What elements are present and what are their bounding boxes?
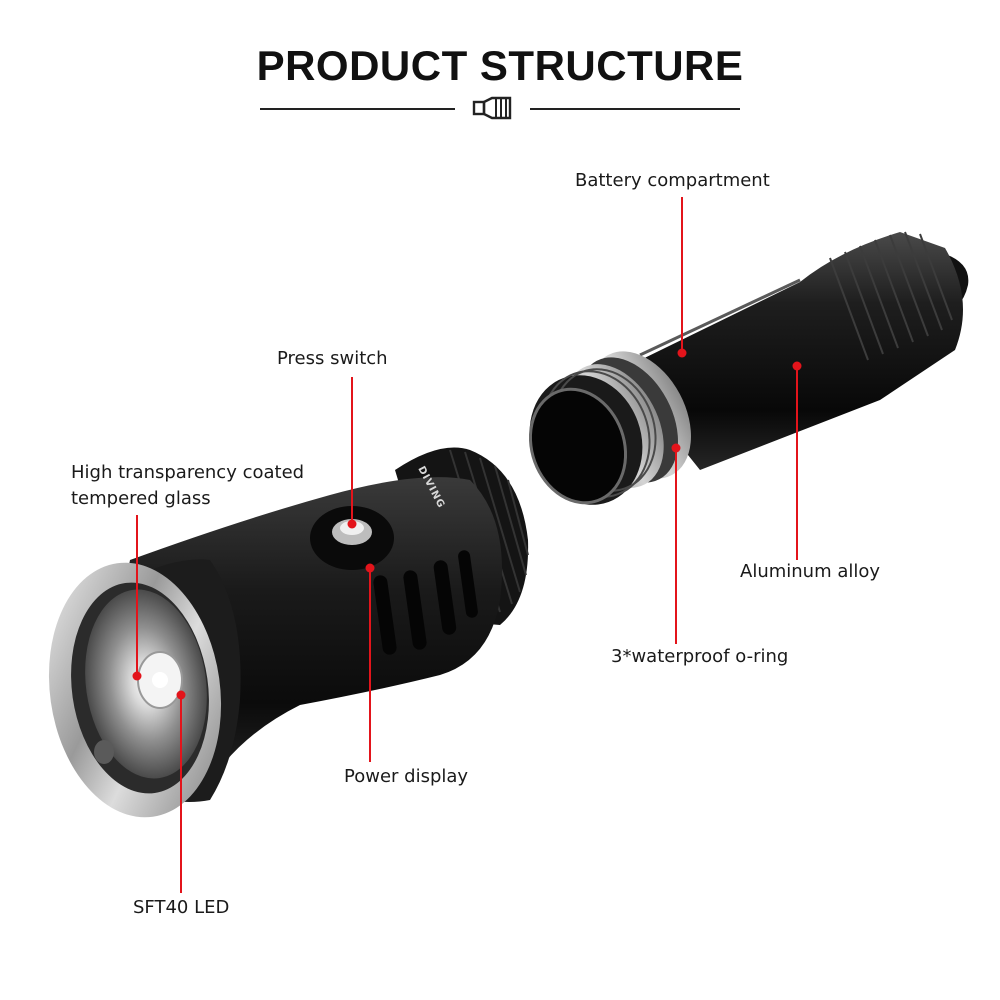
flashlight-icon: [470, 95, 514, 126]
head-unit: [48, 447, 529, 818]
title-divider-right: [530, 108, 740, 110]
title-divider-left: [260, 108, 455, 110]
callout-led: SFT40 LED: [133, 897, 230, 918]
callout-glass-line2: tempered glass: [71, 488, 211, 509]
callout-press-switch: Press switch: [277, 348, 388, 369]
leader-lines: [132, 197, 802, 893]
callout-aluminum-alloy: Aluminum alloy: [740, 561, 881, 582]
callout-o-ring: 3*waterproof o-ring: [611, 646, 789, 667]
callout-glass-line1: High transparency coated: [71, 462, 305, 483]
battery-tube: [528, 231, 969, 505]
page-title: PRODUCT STRUCTURE: [256, 42, 744, 89]
callout-power-display: Power display: [344, 766, 469, 787]
callout-battery-compartment: Battery compartment: [575, 170, 770, 191]
